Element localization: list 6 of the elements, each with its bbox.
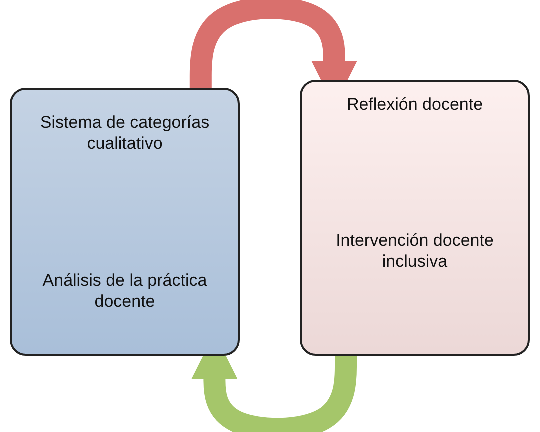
text-panel <box>300 80 530 356</box>
panel-text: Intervención docente inclusiva <box>335 230 495 272</box>
text-panel <box>10 88 240 356</box>
panel-text: Reflexión docente <box>346 94 484 115</box>
panel-text: Sistema de categorías cualitativo <box>39 112 211 154</box>
panel-text: Análisis de la práctica docente <box>42 270 208 312</box>
